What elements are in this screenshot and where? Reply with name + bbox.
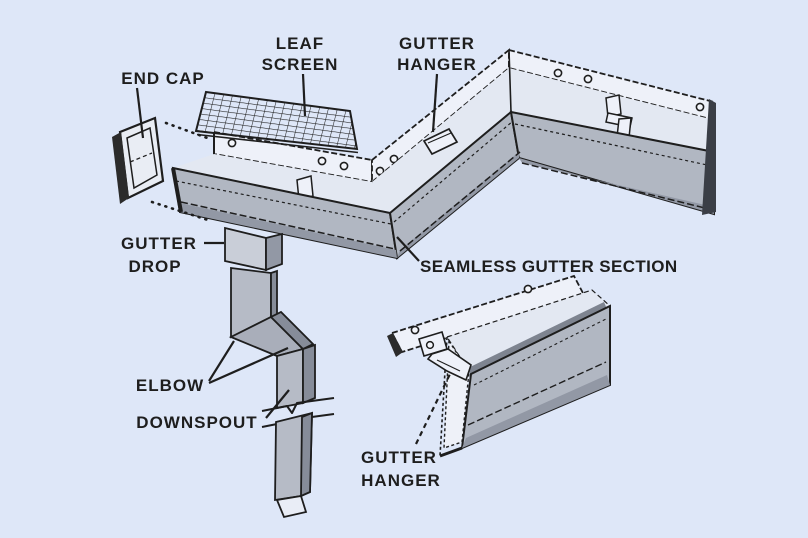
label-gutter-drop-line1: GUTTER: [121, 234, 197, 253]
label-gutter-hanger-detail-line2: HANGER: [361, 471, 441, 490]
seamless-gutter-assembly: [171, 48, 716, 260]
hanger-strap: [418, 330, 472, 382]
gutter-drop-outlet: [224, 226, 267, 272]
leader-lines: [135, 73, 451, 445]
gutter-front-faces: [171, 99, 716, 260]
label-leaf-screen-line1: LEAF: [276, 34, 324, 53]
screw-holes: [227, 68, 705, 176]
label-gutter-drop-line2: DROP: [128, 257, 181, 276]
label-seamless-gutter-section: SEAMLESS GUTTER SECTION: [420, 257, 678, 276]
labels: END CAP LEAF SCREEN GUTTER HANGER GUTTER…: [121, 34, 678, 490]
gutter-hanger-top: [422, 127, 459, 156]
leader-gutter-hanger-detail: [415, 373, 451, 445]
leader-elbow-2: [208, 346, 289, 385]
label-gutter-hanger-top-line1: GUTTER: [399, 34, 475, 53]
label-end-cap: END CAP: [121, 69, 205, 88]
downspout-outlet: [275, 494, 308, 519]
leader-gutter-hanger-top: [431, 73, 439, 133]
strap-hanger-right: [605, 94, 633, 139]
leader-downspout: [265, 389, 290, 419]
drop-and-downspout: [224, 226, 335, 519]
fascia-strips: [213, 48, 715, 184]
leader-elbow-1: [208, 340, 235, 382]
label-gutter-hanger-top-line2: HANGER: [397, 55, 477, 74]
label-elbow: ELBOW: [136, 376, 204, 395]
label-leaf-screen-line2: SCREEN: [262, 55, 339, 74]
leader-end-cap: [135, 87, 145, 139]
label-downspout: DOWNSPOUT: [136, 413, 257, 432]
leaf-screen: [194, 90, 359, 154]
leader-leaf-screen: [301, 73, 307, 117]
leader-seamless-section: [396, 236, 420, 262]
gutter-hanger-detail-inset: [387, 274, 612, 458]
alignment-dots: [150, 121, 213, 223]
end-cap-edge: [112, 132, 129, 204]
label-gutter-hanger-detail-line1: GUTTER: [361, 448, 437, 467]
